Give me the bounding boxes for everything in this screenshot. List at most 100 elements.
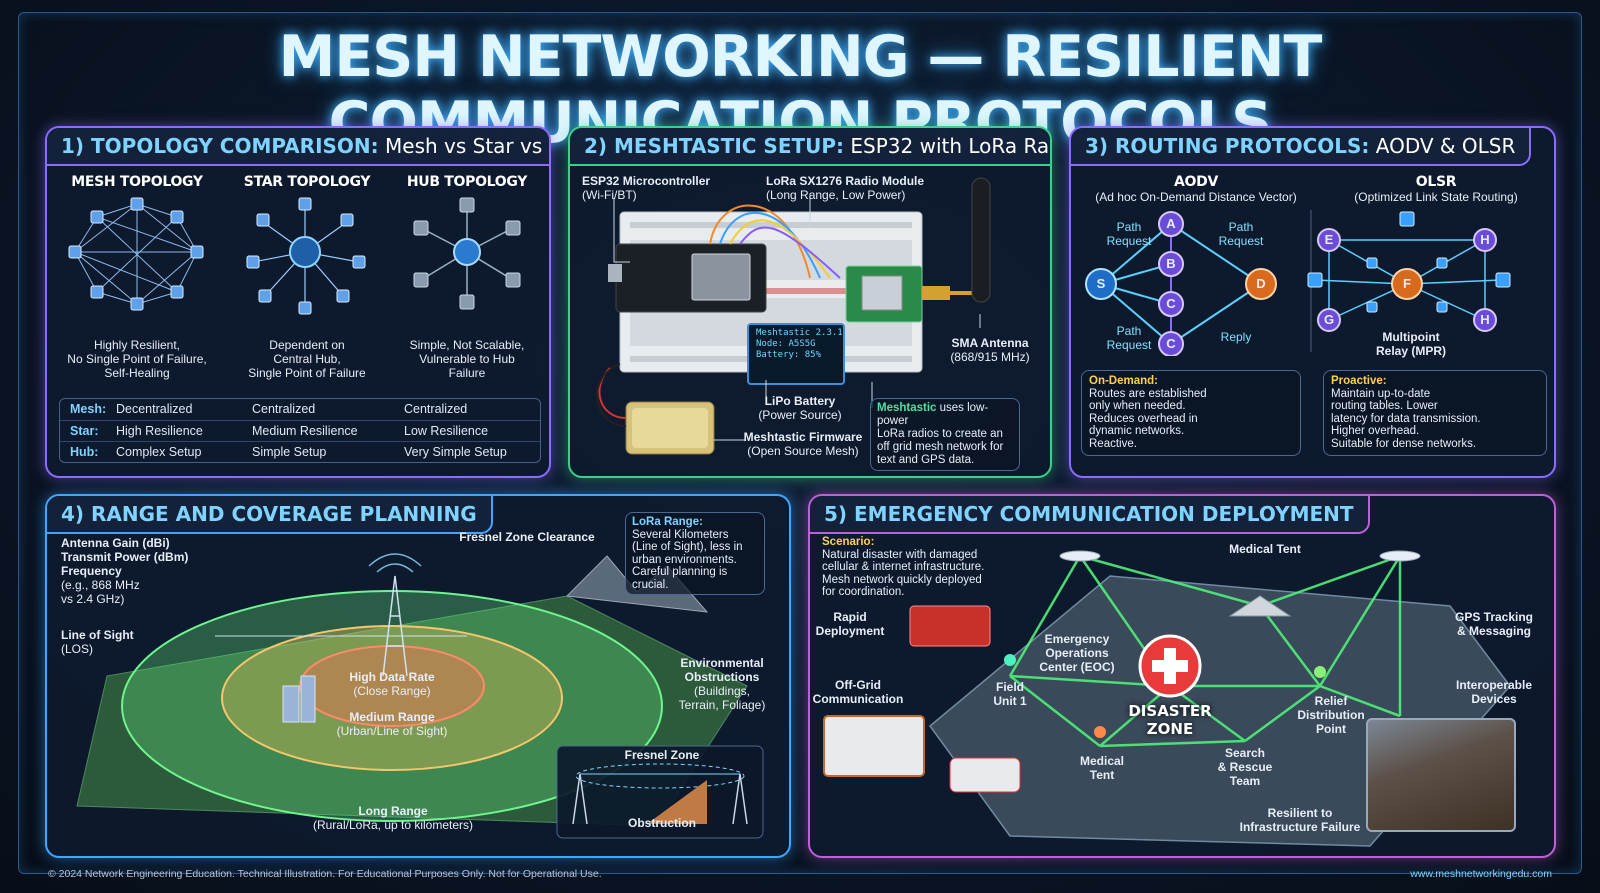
lora-range-box: LoRa Range: Several Kilometers(Line of S… [625, 512, 765, 595]
panel-range-coverage: 4) RANGE AND COVERAGE PLANNING Antenna G… [45, 494, 791, 858]
olsr-heading: OLSR [1415, 174, 1457, 190]
long-range-label: Long Range(Rural/LoRa, up to kilometers) [312, 804, 474, 832]
outer-frame [18, 12, 1582, 874]
antenna [971, 177, 991, 303]
olsr-node-h2: H [1480, 312, 1490, 327]
long-range-zone [121, 590, 663, 822]
mesh-nodes [68, 197, 204, 311]
fresnel-ellipse [575, 763, 745, 789]
panel-title-bold: 2) MESHTASTIC SETUP: [584, 134, 845, 158]
panel-title-rest: Mesh vs Star vs Hub [385, 134, 549, 158]
lipo-battery-label: LiPo Battery(Power Source) [758, 394, 842, 422]
medium-range-label: Medium Range(Urban/Line of Sight) [336, 710, 448, 738]
rescue-workers-photo [1366, 718, 1516, 832]
parameters-list: Antenna Gain (dBi)Transmit Power (dBm)Fr… [61, 536, 189, 578]
hardware-illustration [596, 177, 991, 455]
mesh-caption: Highly Resilient,No Single Point of Fail… [67, 338, 207, 380]
panel-title-rest: AODV & OLSR [1375, 134, 1516, 158]
line-of-sight-label: Line of Sight(LOS) [61, 628, 134, 656]
disaster-zone-label: DISASTER ZONE [1128, 702, 1212, 738]
olsr-node-g: G [1323, 312, 1335, 327]
signal-waves [368, 553, 422, 573]
aodv-reply-label: Reply [1220, 330, 1252, 344]
panel-meshtastic-setup: 2) MESHTASTIC SETUP: ESP32 with LoRa Rad… [568, 126, 1052, 478]
disaster-area-map [928, 575, 1511, 847]
hub-nodes [413, 197, 521, 310]
firmware-label: Meshtastic Firmware(Open Source Mesh) [743, 430, 863, 458]
panel-title-rest: ESP32 with LoRa Radio [850, 134, 1050, 158]
panel-title: 4) RANGE AND COVERAGE PLANNING [47, 496, 493, 534]
aodv-node-a: A [1166, 216, 1176, 231]
fresnel-clearance-label: Fresnel Zone Clearance [459, 530, 595, 544]
panel-title-bold: 1) TOPOLOGY COMPARISON: [61, 134, 379, 158]
footer-website: www.meshnetworkingedu.com [1410, 868, 1552, 880]
star-heading: STAR TOPOLOGY [243, 174, 371, 190]
olsr-cube-nodes [1307, 211, 1511, 313]
panel-topology-comparison: 1) TOPOLOGY COMPARISON: Mesh vs Star vs … [45, 126, 551, 478]
panel-title: 2) MESHTASTIC SETUP: ESP32 with LoRa Rad… [570, 128, 1050, 166]
olsr-node-e: E [1324, 232, 1334, 247]
sma-antenna-label: SMA Antenna(868/915 MHz) [950, 336, 1030, 364]
field-unit-pin [1004, 654, 1016, 666]
fresnel-zone-inset [556, 745, 764, 839]
mesh-heading: MESH TOPOLOGY [71, 174, 203, 190]
panel-routing-protocols: 3) ROUTING PROTOCOLS: AODV & OLSR AODV (… [1069, 126, 1556, 478]
obstruction-hill [647, 780, 707, 824]
topology-diagrams [68, 197, 521, 315]
routing-diagrams [1085, 210, 1511, 356]
gps-tracking-label: GPS Tracking& Messaging [1454, 610, 1534, 638]
panel-title-bold: 3) ROUTING PROTOCOLS: [1085, 134, 1370, 158]
lora-module-label: LoRa SX1276 Radio Module(Long Range, Low… [766, 174, 925, 202]
star-central-hub [289, 236, 321, 268]
oled-display [747, 323, 845, 385]
medical-tent [1228, 595, 1292, 617]
police-car [949, 757, 1021, 793]
ambulance [823, 715, 925, 777]
fresnel-zone-label: Fresnel Zone [624, 748, 700, 762]
olsr-node-h: H [1480, 232, 1490, 247]
panel-emergency-deployment: 5) EMERGENCY COMMUNICATION DEPLOYMENT Sc… [808, 494, 1556, 858]
medical-tent-top-label: Medical Tent [1229, 542, 1301, 556]
relief-point-pin [1314, 666, 1326, 678]
meshtastic-note: Meshtastic uses low-power LoRa radios to… [870, 398, 1020, 471]
panel-title: 3) ROUTING PROTOCOLS: AODV & OLSR [1071, 128, 1532, 166]
aodv-node-b: B [1166, 256, 1176, 271]
coverage-map [76, 553, 764, 839]
medical-tent-pin [1094, 726, 1106, 738]
hub-heading: HUB TOPOLOGY [406, 174, 528, 190]
panel-title: 5) EMERGENCY COMMUNICATION DEPLOYMENT [810, 496, 1370, 534]
star-nodes [246, 197, 366, 315]
fire-truck [909, 605, 991, 647]
deployment-map [823, 550, 1511, 847]
drones [1059, 550, 1421, 562]
aodv-node-c: C [1166, 296, 1176, 311]
aodv-heading: AODV [1174, 174, 1218, 190]
olsr-subtitle: (Optimized Link State Routing) [1354, 190, 1518, 204]
panel-title: 1) TOPOLOGY COMPARISON: Mesh vs Star vs … [47, 128, 549, 166]
footer-copyright: © 2024 Network Engineering Education. Te… [48, 868, 602, 880]
